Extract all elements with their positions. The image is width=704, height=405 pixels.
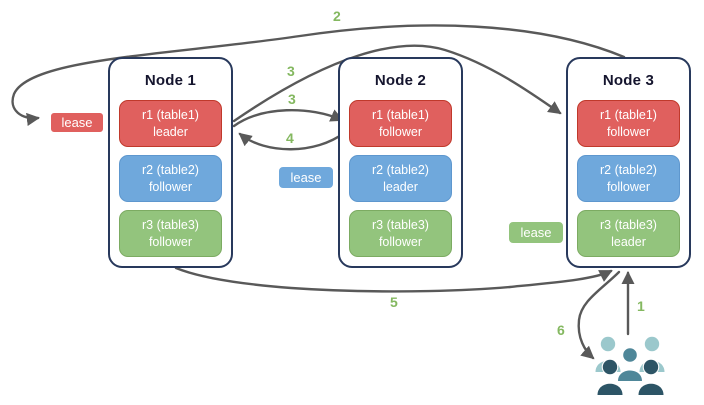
node-1: Node 1 r1 (table1) leader r2 (table2) fo… xyxy=(108,57,233,268)
node2-replica-r1: r1 (table1) follower xyxy=(349,100,452,147)
arrow-label-step1: 1 xyxy=(637,298,645,314)
arrow-step3-node1-to-node2-r1 xyxy=(232,108,344,128)
replica-label: r3 (table3) xyxy=(142,218,199,233)
user-front-right-icon xyxy=(637,358,665,397)
replica-role: follower xyxy=(148,179,193,194)
arrow-label-step4: 4 xyxy=(286,130,294,146)
node-2: Node 2 r1 (table1) follower r2 (table2) … xyxy=(338,57,463,268)
node2-replica-r2: r2 (table2) leader xyxy=(349,155,452,202)
arrow-label-step2: 2 xyxy=(333,8,341,24)
user-middle-icon xyxy=(616,347,644,383)
replica-label: r3 (table3) xyxy=(372,218,429,233)
node2-replica-r3: r3 (table3) follower xyxy=(349,210,452,257)
user-front-left-icon xyxy=(596,358,624,397)
replica-role: leader xyxy=(153,124,188,139)
arrow-step6-node3-to-users xyxy=(577,270,621,360)
node1-replica-r2: r2 (table2) follower xyxy=(119,155,222,202)
arrow-label-step3b: 3 xyxy=(288,91,296,107)
node-3-title: Node 3 xyxy=(602,72,655,89)
node1-replica-r1: r1 (table1) leader xyxy=(119,100,222,147)
arrow-label-step5: 5 xyxy=(390,294,398,310)
replica-label: r1 (table1) xyxy=(142,108,199,123)
replica-label: r1 (table1) xyxy=(372,108,429,123)
arrow-step3-node1-to-node3-r1 xyxy=(232,44,562,123)
users-group-icon xyxy=(594,335,666,397)
arrow-label-step6: 6 xyxy=(557,322,565,338)
arrow-label-step3a: 3 xyxy=(287,63,295,79)
node-2-title: Node 2 xyxy=(374,72,427,89)
replica-label: r2 (table2) xyxy=(600,163,657,178)
lease-badge-table3: lease xyxy=(508,221,564,244)
node3-replica-r1: r1 (table1) follower xyxy=(577,100,680,147)
replica-role: follower xyxy=(378,234,423,249)
arrow-step5-node1-to-node3 xyxy=(174,266,613,293)
lease-badge-table2: lease xyxy=(278,166,334,189)
replica-label: r3 (table3) xyxy=(600,218,657,233)
node3-replica-r3: r3 (table3) leader xyxy=(577,210,680,257)
replica-role: leader xyxy=(611,234,646,249)
node-3: Node 3 r1 (table1) follower r2 (table2) … xyxy=(566,57,691,268)
arrow-step4-node2-to-node1-r1 xyxy=(238,131,346,151)
lease-badge-table1: lease xyxy=(49,111,105,134)
node3-replica-r2: r2 (table2) follower xyxy=(577,155,680,202)
arrow-step2-node3-to-lease1 xyxy=(11,24,626,126)
replica-role: follower xyxy=(378,124,423,139)
node1-replica-r3: r3 (table3) follower xyxy=(119,210,222,257)
replica-label: r1 (table1) xyxy=(600,108,657,123)
replica-role: follower xyxy=(148,234,193,249)
replica-role: leader xyxy=(383,179,418,194)
replica-label: r2 (table2) xyxy=(142,163,199,178)
replica-label: r2 (table2) xyxy=(372,163,429,178)
replica-role: follower xyxy=(606,179,651,194)
node-1-title: Node 1 xyxy=(144,72,197,89)
replica-role: follower xyxy=(606,124,651,139)
